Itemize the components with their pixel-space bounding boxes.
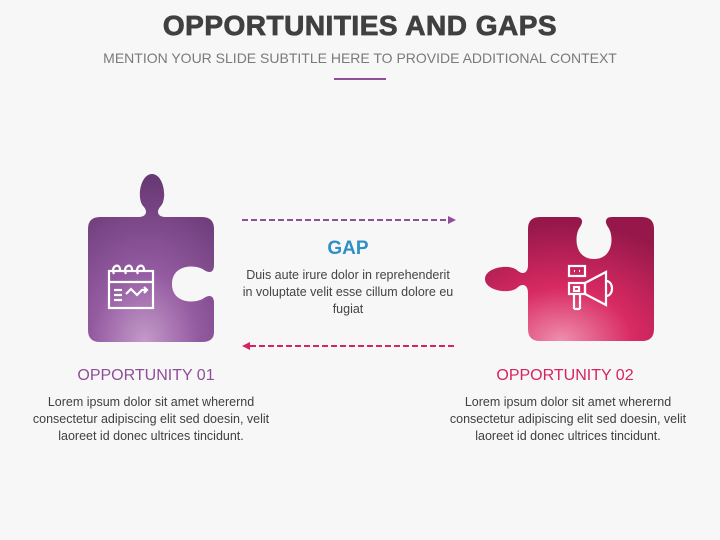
opportunity-02-description: Lorem ipsum dolor sit amet wherernd cons… — [449, 395, 687, 443]
puzzle-piece-opportunity-01 — [88, 172, 216, 344]
opportunity-02-title: OPPORTUNITY 02 — [496, 367, 634, 384]
opportunity-01-title: OPPORTUNITY 01 — [77, 367, 215, 384]
title-underline — [334, 78, 386, 80]
opportunity-01-description: Lorem ipsum dolor sit amet wherernd cons… — [32, 395, 270, 443]
gap-description: Duis aute irure dolor in reprehenderit i… — [242, 268, 454, 316]
arrow-right-dashed — [242, 212, 458, 230]
slide-title: OPPORTUNITIES AND GAPS — [162, 10, 558, 42]
gap-title: GAP — [327, 238, 369, 259]
slide-subtitle: MENTION YOUR SLIDE SUBTITLE HERE TO PROV… — [103, 50, 617, 66]
calendar-chart-icon — [106, 262, 156, 315]
arrow-left-dashed — [242, 338, 458, 356]
puzzle-piece-opportunity-02 — [484, 215, 656, 343]
megaphone-icon — [566, 263, 618, 318]
